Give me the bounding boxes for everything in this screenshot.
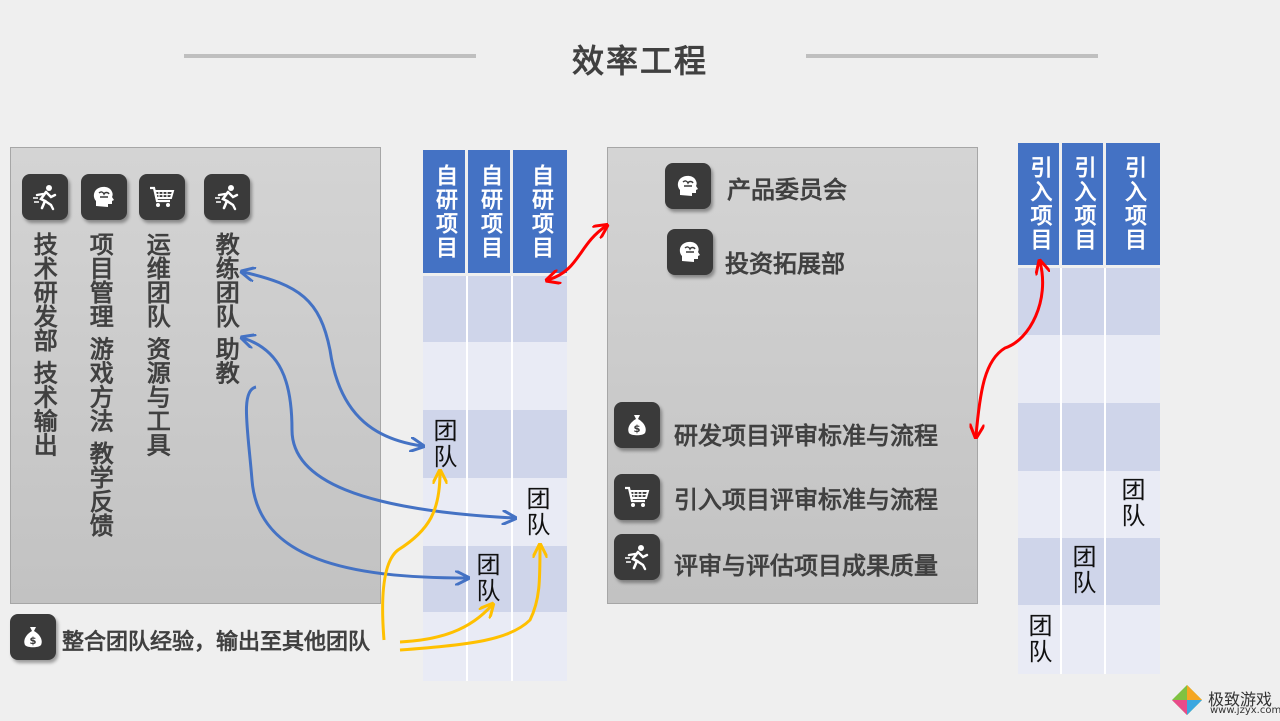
left-column-text: 技术研发部 技术输出 [29,232,58,457]
running-person-icon [614,534,660,580]
review-label: 引入项目评审标准与流程 [674,486,938,514]
page-title: 效率工程 [571,42,708,80]
left-column-text: 运维团队 资源与工具 [142,232,171,457]
review-label: 评审与评估项目成果质量 [674,552,938,580]
watermark-url: www.jzyx.com [1210,705,1280,716]
team-cell: 团队 [472,552,500,604]
blue-arrow [243,338,514,518]
watermark-logo-icon [1170,683,1204,717]
brain-head-icon [665,163,711,209]
yellow-arrow [399,546,540,652]
yellow-arrow [381,472,440,641]
grid-header: 引入项目 [1062,143,1103,265]
team-cell: 团队 [1024,613,1052,665]
running-person-icon [22,174,68,220]
committee-label: 产品委员会 [727,176,847,204]
left-column-text: 教练团队 助教 [211,232,240,385]
grid-header: 自研项目 [513,150,567,273]
team-cell: 团队 [522,486,550,538]
running-person-icon [204,174,250,220]
grid-header: 引入项目 [1106,143,1160,265]
grid-header: 自研项目 [423,150,465,273]
grid-header: 引入项目 [1018,143,1059,265]
title-rule-left [184,54,476,58]
shopping-cart-icon [614,474,660,520]
shopping-cart-icon [139,174,185,220]
team-cell: 团队 [1117,477,1145,529]
bottom-note-text: 整合团队经验，输出至其他团队 [62,630,371,655]
grid-header: 自研项目 [468,150,510,273]
title-rule-right [806,54,1098,58]
brain-head-icon [81,174,127,220]
money-bag-icon [10,614,56,660]
grid-row [1018,538,1160,605]
review-label: 研发项目评审标准与流程 [674,422,938,450]
blue-arrow [243,272,422,446]
grid-row [1018,605,1160,674]
red-arrow [548,226,606,280]
team-cell: 团队 [1068,544,1096,596]
brain-head-icon [667,229,713,275]
money-bag-icon [614,402,660,448]
red-arrow [976,262,1043,436]
grid-row [1018,471,1160,538]
left-column-text: 项目管理 游戏方法 教学反馈 [85,232,114,537]
grid-divider [1104,268,1106,674]
investment-label: 投资拓展部 [725,250,845,278]
grid-row [423,276,567,342]
grid-divider [1060,268,1062,674]
watermark-name: 极致游戏 [1208,690,1273,709]
yellow-arrow [399,605,492,644]
right-panel [607,147,978,604]
